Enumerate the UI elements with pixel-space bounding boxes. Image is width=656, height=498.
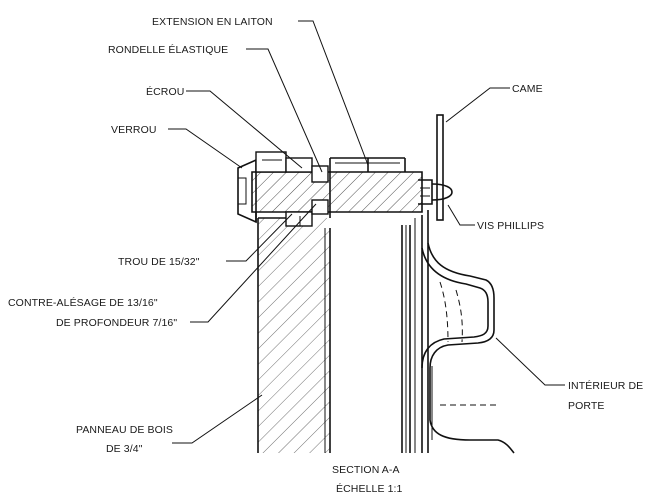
label-trou: TROU DE 15/32" — [118, 256, 200, 268]
cam-and-screw — [418, 114, 453, 221]
door-plate — [401, 210, 429, 453]
section-title: SECTION A-A — [332, 464, 400, 476]
label-panneau-line1: PANNEAU DE BOIS — [76, 424, 173, 436]
label-interieur-line2: PORTE — [568, 400, 604, 412]
label-interieur-line1: INTÉRIEUR DE — [568, 379, 643, 392]
label-extension-en-laiton: EXTENSION EN LAITON — [152, 16, 273, 28]
label-contre-alesage-line2: DE PROFONDEUR 7/16" — [56, 317, 177, 329]
door-interior-shell — [421, 242, 515, 454]
label-came: CAME — [512, 83, 543, 95]
label-verrou: VERROU — [111, 124, 157, 136]
label-panneau-line2: DE 3/4" — [106, 443, 143, 455]
leader-lines — [168, 20, 565, 444]
label-ecrou: ÉCROU — [146, 85, 184, 98]
label-contre-alesage-line1: CONTRE-ALÉSAGE DE 13/16" — [8, 296, 158, 309]
label-vis-phillips: VIS PHILLIPS — [477, 220, 544, 232]
bolt-shaft — [237, 151, 423, 227]
section-scale: ÉCHELLE 1:1 — [336, 482, 403, 495]
wood-panel — [257, 217, 331, 453]
label-rondelle-elastique: RONDELLE ÉLASTIQUE — [108, 43, 228, 56]
